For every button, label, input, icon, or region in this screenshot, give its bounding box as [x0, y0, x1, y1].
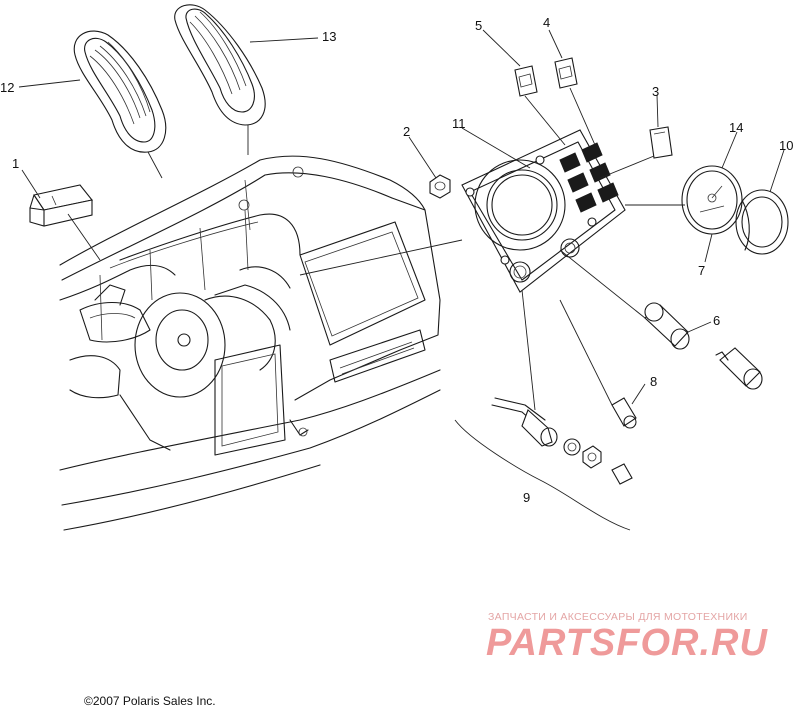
part-12-grip-left — [73, 30, 167, 153]
part-10-gauge-bezel — [735, 189, 789, 255]
leader-lines — [18, 29, 785, 411]
copyright-notice: ©2007 Polaris Sales Inc. — [84, 694, 216, 708]
part-8-socket — [611, 397, 637, 429]
part-4-switch — [554, 57, 578, 89]
callout-12: 12 — [0, 80, 14, 95]
callout-10: 10 — [779, 138, 793, 153]
callout-7: 7 — [698, 263, 705, 278]
part-3-plate — [649, 126, 673, 159]
callout-13: 13 — [322, 29, 336, 44]
dashboard-panel — [59, 155, 441, 531]
callout-labels: 1 2 3 4 5 6 7 8 9 10 11 12 13 14 — [0, 15, 793, 505]
callout-9: 9 — [523, 490, 530, 505]
callout-5: 5 — [475, 18, 482, 33]
watermark-caption: ЗАПЧАСТИ И АКСЕССУАРЫ ДЛЯ МОТОТЕХНИКИ — [488, 611, 748, 623]
callout-6: 6 — [713, 313, 720, 328]
part-9-ignition — [454, 397, 633, 531]
watermark-logo: PARTSFOR.RU — [486, 622, 768, 664]
part-14-gauge — [681, 165, 743, 235]
part-13-grip-right — [174, 4, 266, 126]
part-2-nut — [429, 174, 451, 199]
callout-4: 4 — [543, 15, 550, 30]
callout-1: 1 — [12, 156, 19, 171]
part-6-outlet — [644, 302, 763, 390]
part-5-switch — [514, 65, 538, 97]
callout-11: 11 — [452, 116, 466, 131]
part-1-switch — [29, 184, 93, 227]
callout-8: 8 — [650, 374, 657, 389]
callout-2: 2 — [403, 124, 410, 139]
callout-3: 3 — [652, 84, 659, 99]
part-11-instrument-pod — [461, 129, 626, 293]
callout-14: 14 — [729, 120, 743, 135]
